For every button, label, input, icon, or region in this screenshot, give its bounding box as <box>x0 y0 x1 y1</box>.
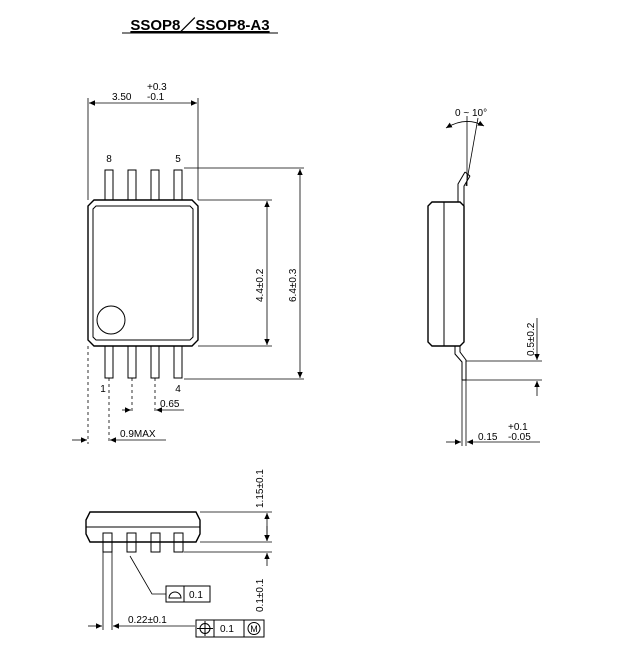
pin-label-4: 4 <box>175 384 181 395</box>
lead-6 <box>150 169 160 201</box>
material-modifier-circle <box>247 622 261 635</box>
standoff-label: 0.5±0.2 <box>526 322 537 356</box>
height-label: 1.15±0.1 <box>255 469 266 508</box>
bottom-leads <box>104 345 183 379</box>
front-lead-1 <box>102 532 113 553</box>
pitch-label: 0.65 <box>160 399 180 410</box>
clearance-label: 0.1±0.1 <box>255 578 266 612</box>
front-view: 1.15±0.1 0.1±0.1 0.22±0.1 0.1 0.1 M <box>85 469 272 638</box>
top-view-body <box>87 199 199 347</box>
flatness-frame <box>165 585 211 603</box>
material-modifier-label: M <box>250 624 258 634</box>
lead-7 <box>127 169 137 201</box>
width-nominal: 3.50 <box>112 92 132 103</box>
width-tol-minus: -0.1 <box>147 92 165 103</box>
front-lead-2 <box>126 532 137 553</box>
top-leads <box>104 169 183 201</box>
pin-label-5: 5 <box>175 154 181 165</box>
front-lead-3 <box>150 532 161 553</box>
body-length-label: 4.4±0.2 <box>255 268 266 302</box>
max-label: 0.9MAX <box>120 429 156 440</box>
pin-label-8: 8 <box>106 154 112 165</box>
lead-3 <box>150 345 160 379</box>
side-view: 0 ~ 10° 0.5±0.2 0.15 +0.1 -0.05 <box>427 108 542 446</box>
thickness-nominal: 0.15 <box>478 432 498 443</box>
side-view-body <box>427 201 465 347</box>
profile-symbol-icon <box>168 591 182 599</box>
position-symbol-icon <box>197 621 213 636</box>
angle-label: 0 ~ 10° <box>455 108 487 119</box>
lead-4 <box>173 345 183 379</box>
position-value: 0.1 <box>220 624 234 635</box>
thickness-tol-plus: +0.1 <box>508 422 528 433</box>
side-lead-bottom-outer <box>459 346 467 380</box>
front-lead-4 <box>173 532 184 553</box>
drawing-title: SSOP8／SSOP8-A3 <box>130 16 269 34</box>
lead-2 <box>127 345 137 379</box>
width-tol-plus: +0.3 <box>147 82 167 93</box>
angle-ref-tilted <box>465 117 479 187</box>
pin-label-1: 1 <box>100 384 106 395</box>
angle-arc <box>445 120 485 129</box>
lead-5 <box>173 169 183 201</box>
flatness-value: 0.1 <box>189 590 203 601</box>
thickness-tol-minus: -0.05 <box>508 432 531 443</box>
lead-1 <box>104 345 114 379</box>
lead-width-label: 0.22±0.1 <box>128 615 167 626</box>
flatness-leader <box>129 555 166 595</box>
front-view-body <box>85 511 201 543</box>
side-lead-top-outer <box>463 175 471 206</box>
lead-8 <box>104 169 114 201</box>
overall-length-label: 6.4±0.3 <box>288 268 299 302</box>
side-lead-top-inner <box>457 171 466 202</box>
side-lead-top-foot <box>464 171 471 177</box>
pin1-marker-circle <box>96 305 126 335</box>
front-leads <box>102 532 184 553</box>
top-view-body-inner <box>92 205 194 341</box>
position-frame <box>195 619 265 638</box>
side-lead-bottom-inner <box>454 346 463 380</box>
top-view: 8 5 1 4 3.50 +0.3 -0.1 4.4±0.2 6.4±0.3 0… <box>72 82 304 444</box>
